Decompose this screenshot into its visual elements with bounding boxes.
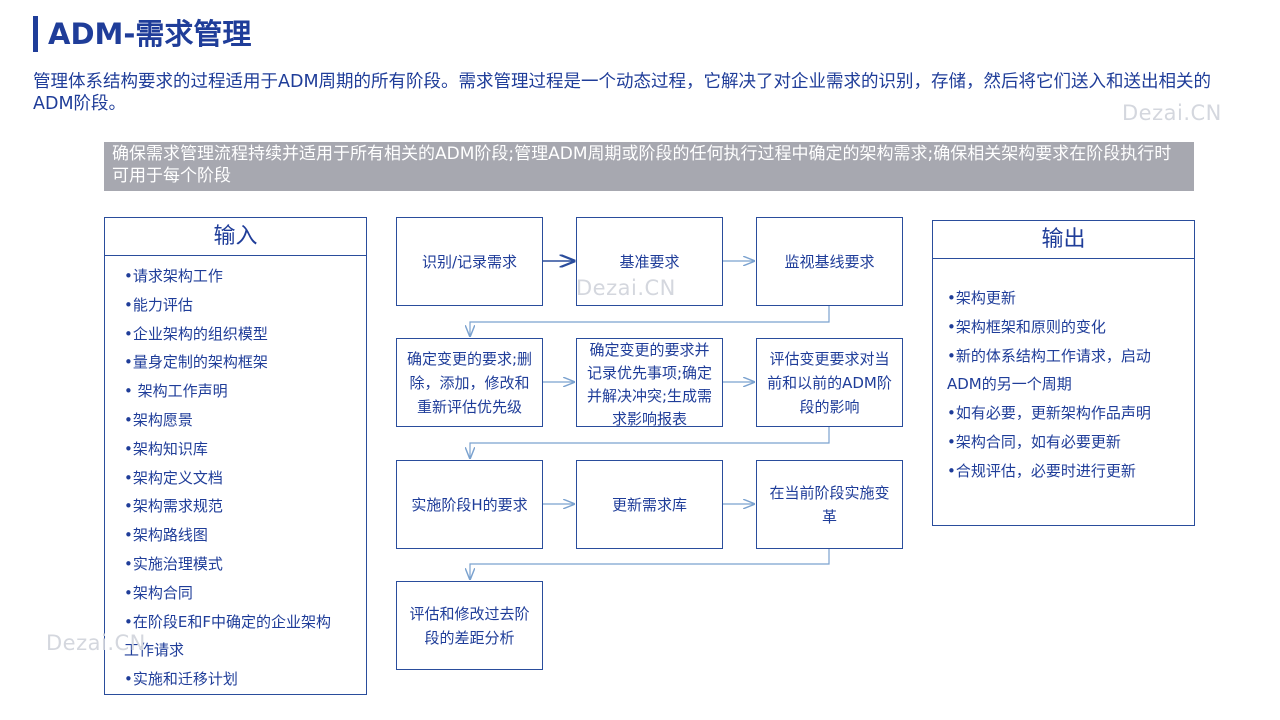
output-item: •新的体系结构工作请求，启动 (947, 346, 1151, 365)
input-item: •实施和迁移计划 (124, 670, 238, 689)
watermark-bottom: Dezai.CN (46, 631, 146, 655)
page-title: ADM-需求管理 (48, 17, 252, 51)
watermark-top: Dezai.CN (1122, 101, 1222, 125)
input-item: •架构路线图 (124, 526, 208, 545)
flow-step-monitor: 监视基线要求 (756, 217, 903, 306)
inputs-panel: 输入 •请求架构工作 •能力评估 •企业架构的组织模型 •量身定制的架构框架 •… (104, 217, 367, 695)
input-item: • 架构工作声明 (124, 382, 228, 401)
input-item: •能力评估 (124, 295, 193, 314)
output-item: •如有必要，更新架构作品声明 (947, 404, 1151, 423)
flow-step-implement-change: 在当前阶段实施变革 (756, 460, 903, 549)
arrow-r1-r2 (470, 306, 830, 336)
input-item: 工作请求 (124, 641, 185, 660)
input-item: •架构定义文档 (124, 468, 223, 487)
input-item: •架构知识库 (124, 439, 208, 458)
outputs-heading: 输出 (933, 221, 1194, 259)
output-item: •架构框架和原则的变化 (947, 317, 1106, 336)
inputs-heading: 输入 (105, 218, 366, 256)
input-item: •架构需求规范 (124, 497, 223, 516)
input-item: •实施治理模式 (124, 554, 223, 573)
watermark-center: Dezai.CN (576, 276, 676, 300)
flow-step-phase-h: 实施阶段H的要求 (396, 460, 543, 549)
input-item: •在阶段E和F中确定的企业架构 (124, 612, 331, 631)
flow-step-determine-changes: 确定变更的要求;删除，添加，修改和重新评估优先级 (396, 338, 543, 427)
flow-step-gap-analysis: 评估和修改过去阶段的差距分析 (396, 581, 543, 670)
objectives-banner: 确保需求管理流程持续并适用于所有相关的ADM阶段;管理ADM周期或阶段的任何执行… (104, 142, 1194, 191)
outputs-panel: 输出 •架构更新 •架构框架和原则的变化 •新的体系结构工作请求，启动 ADM的… (932, 220, 1195, 526)
flow-step-assess-impact: 评估变更要求对当前和以前的ADM阶段的影响 (756, 338, 903, 427)
output-item: ADM的另一个周期 (947, 375, 1072, 394)
arrow-r3-r4 (470, 549, 830, 579)
input-item: •架构愿景 (124, 410, 193, 429)
flow-step-update-repository: 更新需求库 (576, 460, 723, 549)
input-item: •架构合同 (124, 583, 193, 602)
title-accent-bar (33, 16, 38, 52)
flow-step-record-priorities: 确定变更的要求并记录优先事项;确定并解决冲突;生成需求影响报表 (576, 338, 723, 427)
flow-step-identify: 识别/记录需求 (396, 217, 543, 306)
input-item: •量身定制的架构框架 (124, 353, 268, 372)
output-item: •架构合同，如有必要更新 (947, 432, 1121, 451)
input-item: •请求架构工作 (124, 267, 223, 285)
output-item: •合规评估，必要时进行更新 (947, 461, 1136, 480)
intro-paragraph: 管理体系结构要求的过程适用于ADM周期的所有阶段。需求管理过程是一个动态过程，它… (33, 72, 1212, 114)
output-item: •架构更新 (947, 289, 1016, 307)
flow-step-baseline: 基准要求 (576, 217, 723, 306)
input-item: •企业架构的组织模型 (124, 324, 268, 343)
arrow-r2-r3 (470, 427, 830, 458)
